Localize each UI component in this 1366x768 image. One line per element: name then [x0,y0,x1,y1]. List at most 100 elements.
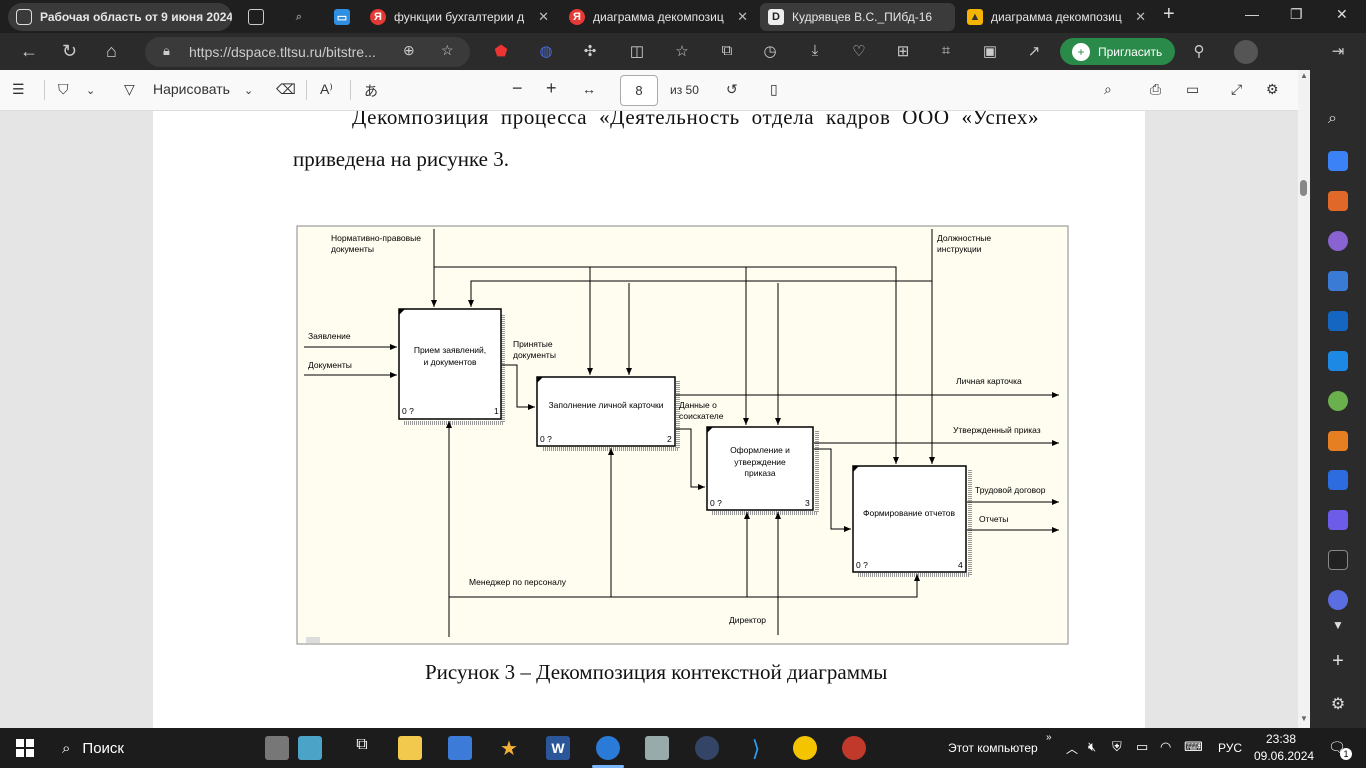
add-app-icon[interactable]: + [1332,650,1344,672]
tab-yandex-1[interactable]: Я функции бухгалтерии д ✕ [362,3,557,31]
close-window-button[interactable]: ✕ [1336,6,1348,22]
rotate-icon[interactable]: ↺ [726,81,738,97]
taskbar-search[interactable]: ⌕ Поиск [48,728,258,768]
office-icon[interactable] [1328,431,1348,451]
tab-images[interactable]: ▲ диаграмма декомпозиц ✕ [959,3,1154,31]
history-icon[interactable]: ◷ [763,43,777,60]
settings-icon[interactable]: ⚙ [1266,81,1279,97]
paint-icon[interactable] [842,736,866,760]
search-icon[interactable]: ⌕ [1104,81,1112,97]
zoom-in-icon[interactable]: + [546,78,557,98]
vertical-scrollbar[interactable]: ▲ ▼ [1298,70,1310,728]
mute-icon[interactable]: 🔇︎ [1088,739,1097,754]
tab-pinned-app[interactable]: ▭ [326,3,358,31]
word-icon[interactable]: W [546,736,570,760]
draw-button[interactable]: Нарисовать [153,81,230,97]
network-icon[interactable]: ▭ [1136,739,1149,754]
clock-date[interactable]: 09.06.2024 [1254,749,1315,763]
scroll-down-icon[interactable]: ▼ [1300,714,1308,723]
outlook-icon[interactable] [1328,311,1348,331]
globe-extension-icon[interactable]: ◍ [539,43,553,60]
avatar[interactable] [1234,40,1258,64]
contents-icon[interactable]: ☰ [12,81,25,97]
tiktok-app-icon[interactable] [1328,510,1348,530]
draw-icon[interactable]: ▽ [124,81,135,97]
back-icon[interactable]: ← [20,41,38,61]
eraser-icon[interactable]: ⌫ [276,81,296,97]
file-explorer-icon[interactable] [398,736,422,760]
tray-expand-icon[interactable]: ︿ [1066,742,1079,756]
edge-icon[interactable] [596,736,620,760]
fit-width-icon[interactable]: ↔ [582,81,596,97]
favorites-icon[interactable]: ☆ [675,43,689,60]
trash-icon[interactable] [265,736,289,760]
split-screen-icon[interactable]: ◫ [629,43,645,60]
translate-icon[interactable]: あ [364,83,378,99]
tab-yandex-2[interactable]: Я диаграмма декомпозиц ✕ [561,3,756,31]
home-icon[interactable]: ⌂ [106,41,117,61]
close-tab-icon[interactable]: ✕ [1135,9,1146,24]
close-tab-icon[interactable]: ✕ [538,9,549,24]
computer-label[interactable]: Этот компьютер [948,741,1038,755]
wifi-icon[interactable]: ◠ [1160,739,1172,754]
performance-icon[interactable]: ♡ [852,43,866,60]
language-indicator[interactable]: РУС [1218,741,1243,755]
task-view-icon[interactable]: ⧉ [356,736,368,753]
save-icon[interactable]: ▭ [1186,81,1200,97]
shield-extension-icon[interactable]: ⬟ [494,43,508,60]
tab-pinned-search[interactable]: ⌕ [283,3,319,31]
settings-icon[interactable]: ⚙ [1330,696,1346,713]
defender-icon[interactable]: ⛨ [1112,739,1122,754]
copilot-icon[interactable] [1328,271,1348,291]
close-tab-icon[interactable]: ✕ [737,9,748,24]
zoom-icon[interactable]: ⊕ [403,42,415,58]
calculator-icon[interactable] [448,736,472,760]
highlight-icon[interactable]: ⛉ [58,81,69,97]
chevron-icon[interactable]: » [1046,732,1052,743]
workspaces-icon[interactable]: ▣ [982,43,998,60]
calendar-app-icon[interactable] [1328,550,1348,570]
maps-icon[interactable] [298,736,322,760]
chevron-down-icon[interactable]: ⌄ [86,85,96,97]
windows-start-icon[interactable] [16,739,34,757]
favorite-star-icon[interactable]: ☆ [441,42,454,58]
chevron-down-icon[interactable]: ⌄ [244,85,254,97]
vscode-icon[interactable]: ⟩ [751,736,761,761]
postgres-icon[interactable] [695,736,719,760]
1c-icon[interactable] [793,736,817,760]
tab-actions-button[interactable] [240,3,276,31]
vpn-app-icon[interactable] [1328,590,1348,610]
app-icon[interactable] [645,736,669,760]
fullscreen-icon[interactable]: ⤢ [1231,81,1243,97]
invite-button[interactable]: + Пригласить [1060,38,1175,65]
favorites-star-icon[interactable]: ★ [500,738,518,760]
extensions-icon[interactable]: ✣ [583,43,597,60]
print-icon[interactable]: ⎙ [1150,81,1162,97]
page-number-input[interactable]: 8 [620,75,658,106]
refresh-icon[interactable]: ↻ [62,41,78,61]
scroll-up-icon[interactable]: ▲ [1300,71,1308,80]
tab-dspace[interactable]: D Кудрявцев В.С._ПИбд-16 [760,3,955,31]
download-icon[interactable]: ⤓ [811,42,819,59]
keyboard-icon[interactable]: ⌨ [1184,739,1203,754]
clock-time[interactable]: 23:38 [1266,732,1297,746]
send-icon[interactable] [1328,351,1348,371]
page-view-icon[interactable]: ▯ [770,81,778,97]
zoom-out-icon[interactable]: − [512,78,523,98]
new-tab-button[interactable]: + [1163,3,1175,25]
minimize-button[interactable]: — [1245,6,1259,22]
games-icon[interactable] [1328,231,1348,251]
share-icon[interactable]: ↗ [1027,43,1041,60]
shopping-icon[interactable] [1328,151,1348,171]
pause-app-icon[interactable] [1328,470,1348,490]
tab-workspace[interactable]: Рабочая область от 9 июня 2024 [8,3,232,31]
scroll-thumb[interactable] [1300,180,1307,196]
collections-icon[interactable]: ⧉ [721,42,733,59]
copilot-link-icon[interactable]: ⚲ [1193,43,1205,60]
chevron-down-icon[interactable]: ▼ [1332,618,1344,632]
restore-button[interactable]: ❐ [1290,6,1303,22]
address-input[interactable]: 🔒︎ https://dspace.tltsu.ru/bitstre... ⊕ … [145,37,470,67]
apps-icon[interactable]: ⊞ [896,43,910,60]
search-icon[interactable]: ⌕ [1328,110,1337,127]
read-aloud-icon[interactable]: A⁾ [320,81,333,97]
